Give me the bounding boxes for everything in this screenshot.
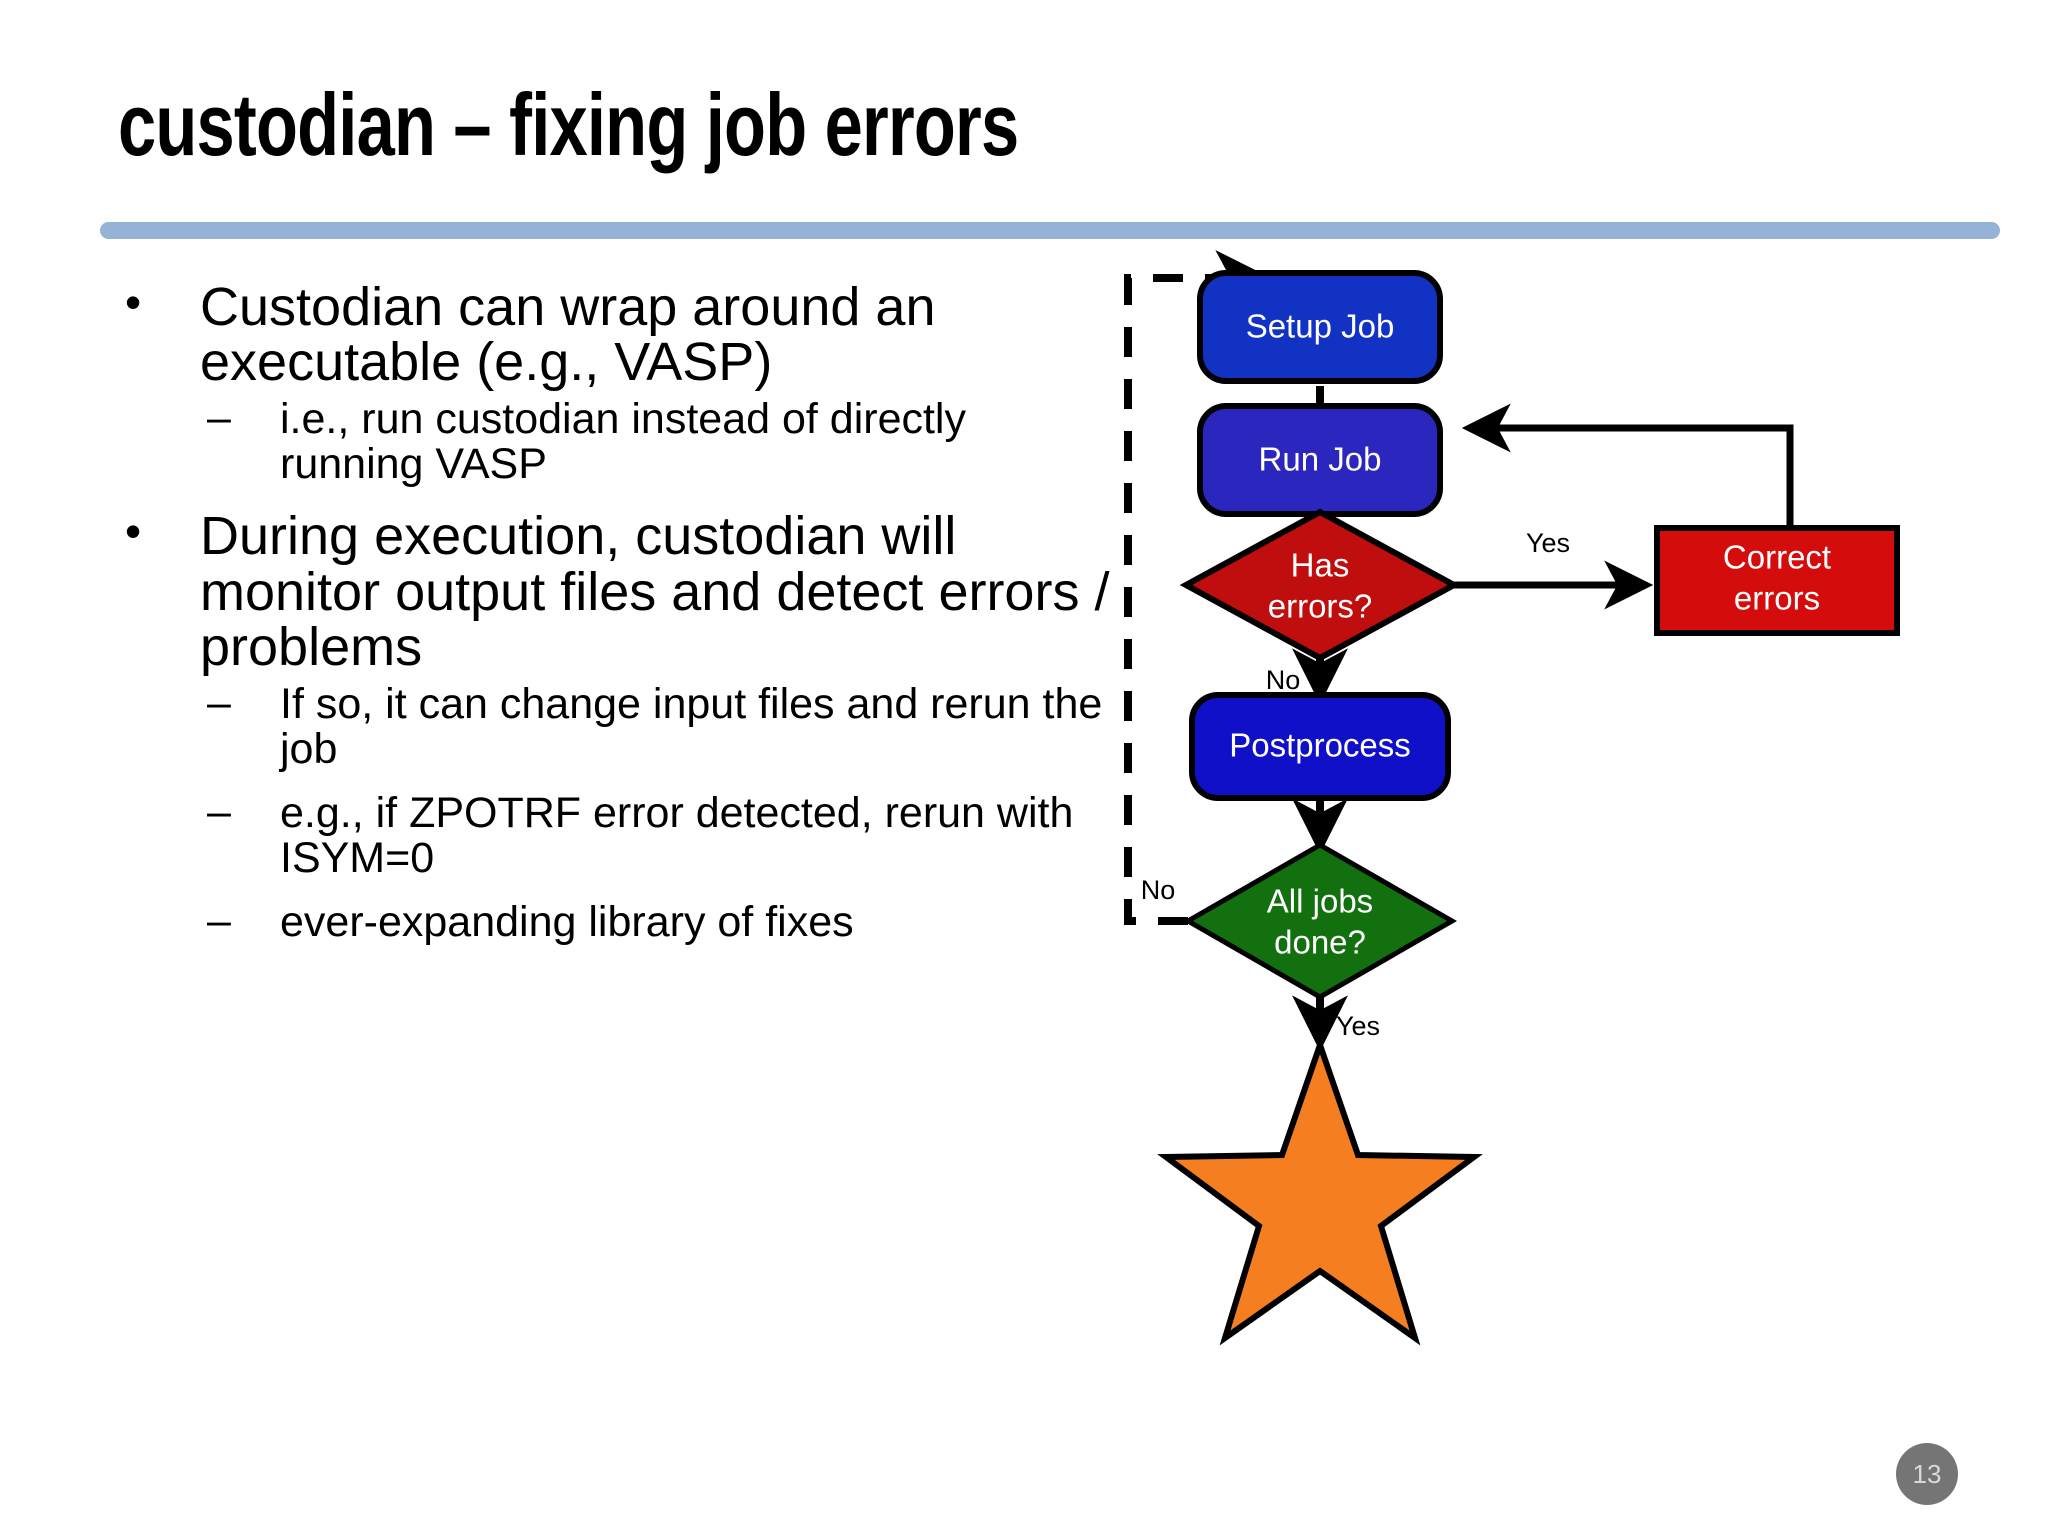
flow-node-all-jobs-done-label-line2: done?	[1274, 924, 1366, 961]
bullet-text: i.e., run custodian instead of directly …	[280, 395, 966, 489]
flow-node-postprocess[interactable]: Postprocess	[1189, 692, 1451, 801]
bullet-item-3: • During execution, custodian will monit…	[105, 505, 1115, 677]
edge-label-all-done-no: No	[1141, 875, 1176, 905]
bullet-text: e.g., if ZPOTRF error detected, rerun wi…	[280, 788, 1074, 883]
bullet-marker: •	[125, 505, 142, 558]
page-number-badge: 13	[1896, 1443, 1958, 1505]
bullet-marker: –	[207, 897, 231, 946]
edge-label-has-errors-yes: Yes	[1526, 528, 1570, 558]
edge-alldone-no-to-setup	[1124, 250, 1272, 925]
bullet-text: If so, it can change input files and rer…	[280, 679, 1103, 773]
flow-node-correct-errors-label-line1: Correct	[1723, 539, 1831, 576]
flow-node-setup-job-label: Setup Job	[1246, 308, 1395, 345]
flowchart: Correct errors --> Postprocess --> (dash…	[1120, 190, 2040, 1420]
flow-node-has-errors-label-line1: Has	[1291, 547, 1350, 584]
bullet-text: ever-expanding library of fixes	[280, 898, 854, 947]
bullet-list: • Custodian can wrap around an executabl…	[105, 276, 1115, 947]
bullet-marker: –	[207, 787, 231, 836]
flow-node-run-job[interactable]: Run Job	[1197, 403, 1443, 517]
bullet-item-1: • Custodian can wrap around an executabl…	[105, 276, 1115, 393]
edge-label-all-done-yes: Yes	[1336, 1011, 1380, 1041]
flow-node-correct-errors[interactable]: Correct errors	[1654, 525, 1900, 636]
bullet-item-6: – ever-expanding library of fixes	[105, 897, 1115, 947]
flow-node-finish-star[interactable]	[1157, 1035, 1483, 1346]
flow-node-correct-errors-label-line2: errors	[1734, 580, 1820, 617]
bullet-text: During execution, custodian will monitor…	[200, 506, 1110, 677]
bullet-marker: –	[207, 678, 231, 727]
flow-node-has-errors-label-line2: errors?	[1268, 588, 1373, 625]
flow-node-has-errors[interactable]: Has errors?	[1179, 508, 1461, 662]
bullet-text: Custodian can wrap around an executable …	[200, 277, 936, 393]
bullet-item-4: – If so, it can change input files and r…	[105, 678, 1115, 773]
spacer	[105, 881, 1115, 893]
bullet-item-5: – e.g., if ZPOTRF error detected, rerun …	[105, 787, 1115, 883]
flow-node-setup-job[interactable]: Setup Job	[1197, 270, 1443, 384]
title-accent-bar	[100, 222, 2000, 239]
bullet-marker: –	[207, 394, 231, 443]
page-title: custodian – fixing job errors	[118, 75, 1019, 174]
flow-node-run-job-label: Run Job	[1259, 441, 1382, 478]
flow-node-all-jobs-done-label-line1: All jobs	[1267, 883, 1373, 920]
bullet-item-2: – i.e., run custodian instead of directl…	[105, 394, 1115, 489]
flow-node-all-jobs-done[interactable]: All jobs done?	[1182, 842, 1458, 1000]
edge-label-has-errors-no: No	[1266, 665, 1301, 695]
spacer	[105, 772, 1115, 784]
edge-correct-to-run	[1461, 403, 1794, 530]
bullet-marker: •	[125, 276, 142, 328]
flow-node-postprocess-label: Postprocess	[1229, 727, 1411, 764]
